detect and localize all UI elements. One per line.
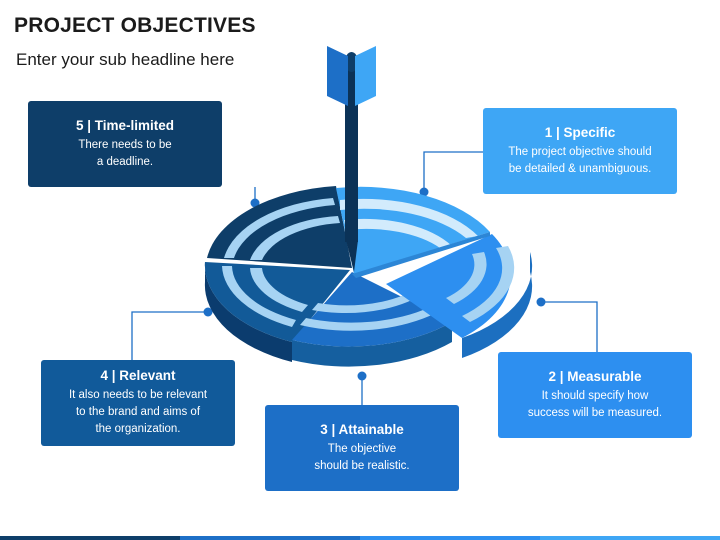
objective-description: The project objective should be detailed… (508, 145, 652, 175)
segment-time-limited (207, 186, 352, 268)
objective-heading: 5 | Time-limited (75, 117, 175, 133)
objective-heading: 1 | Specific (544, 124, 616, 140)
segment-relevant (204, 262, 350, 362)
segment-attainable (292, 272, 452, 367)
objective-description: It also needs to be relevant to the bran… (68, 389, 208, 435)
objective-heading: 2 | Measurable (548, 368, 642, 384)
segment-measurable (386, 234, 533, 358)
segment-specific (336, 186, 490, 278)
connector-relevant (131, 311, 208, 360)
dart (327, 46, 376, 272)
objective-box-relevant: 4 | Relevant It also needs to be relevan… (41, 360, 235, 446)
objective-description: It should specify how success will be me… (527, 389, 663, 419)
objective-heading: 3 | Attainable (320, 421, 404, 437)
page-subtitle: Enter your sub headline here (16, 50, 235, 69)
objective-description: The objective should be realistic. (314, 442, 410, 472)
objective-box-attainable: 3 | Attainable The objective should be r… (265, 405, 459, 491)
objective-description: There needs to be a deadline. (78, 138, 172, 168)
page-title: PROJECT OBJECTIVES (14, 14, 256, 37)
connector-measurable (541, 301, 598, 352)
footer-color-bar (0, 536, 720, 540)
connector-specific (423, 151, 483, 192)
objective-box-measurable: 2 | Measurable It should specify how suc… (498, 352, 692, 438)
objective-box-specific: 1 | Specific The project objective shoul… (483, 108, 677, 194)
objective-heading: 4 | Relevant (100, 368, 176, 383)
objective-box-time-limited: 5 | Time-limited There needs to be a dea… (28, 101, 222, 187)
